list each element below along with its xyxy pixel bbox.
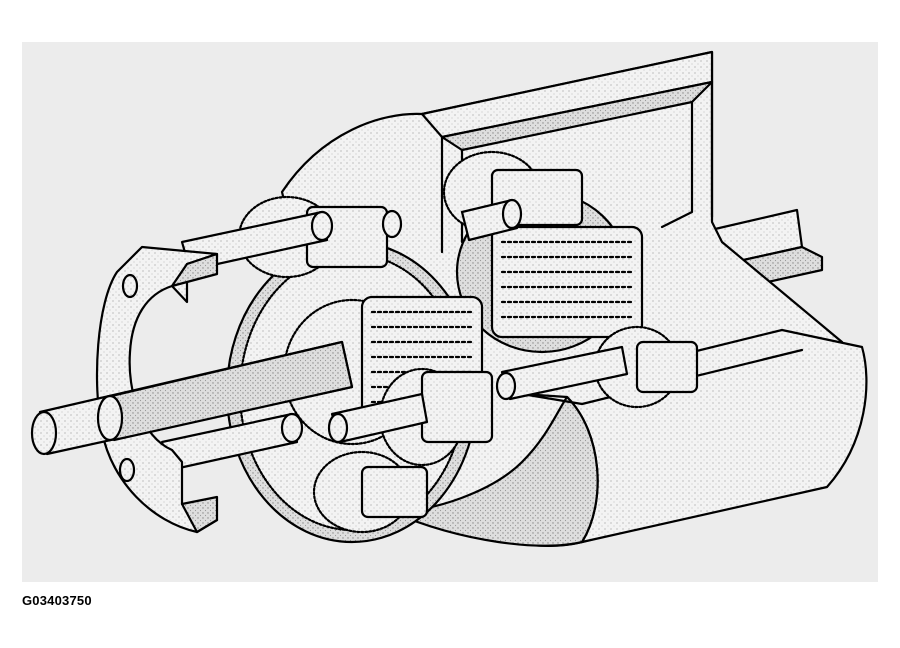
- input-flange: [95, 245, 219, 534]
- front-lower-planet-gear: [312, 450, 429, 534]
- rear-lower-planet-gear: [593, 325, 699, 409]
- front-right-planet-gear: [378, 367, 494, 467]
- front-planetary-gearset: [225, 195, 494, 544]
- carrier-pins: [160, 198, 629, 472]
- input-shaft: [30, 340, 354, 456]
- figure-code: G03403750: [22, 593, 92, 608]
- rear-sun-gear: [490, 225, 644, 339]
- gearbox-illustration: [22, 42, 878, 582]
- planetary-gearset-icon: [30, 50, 868, 547]
